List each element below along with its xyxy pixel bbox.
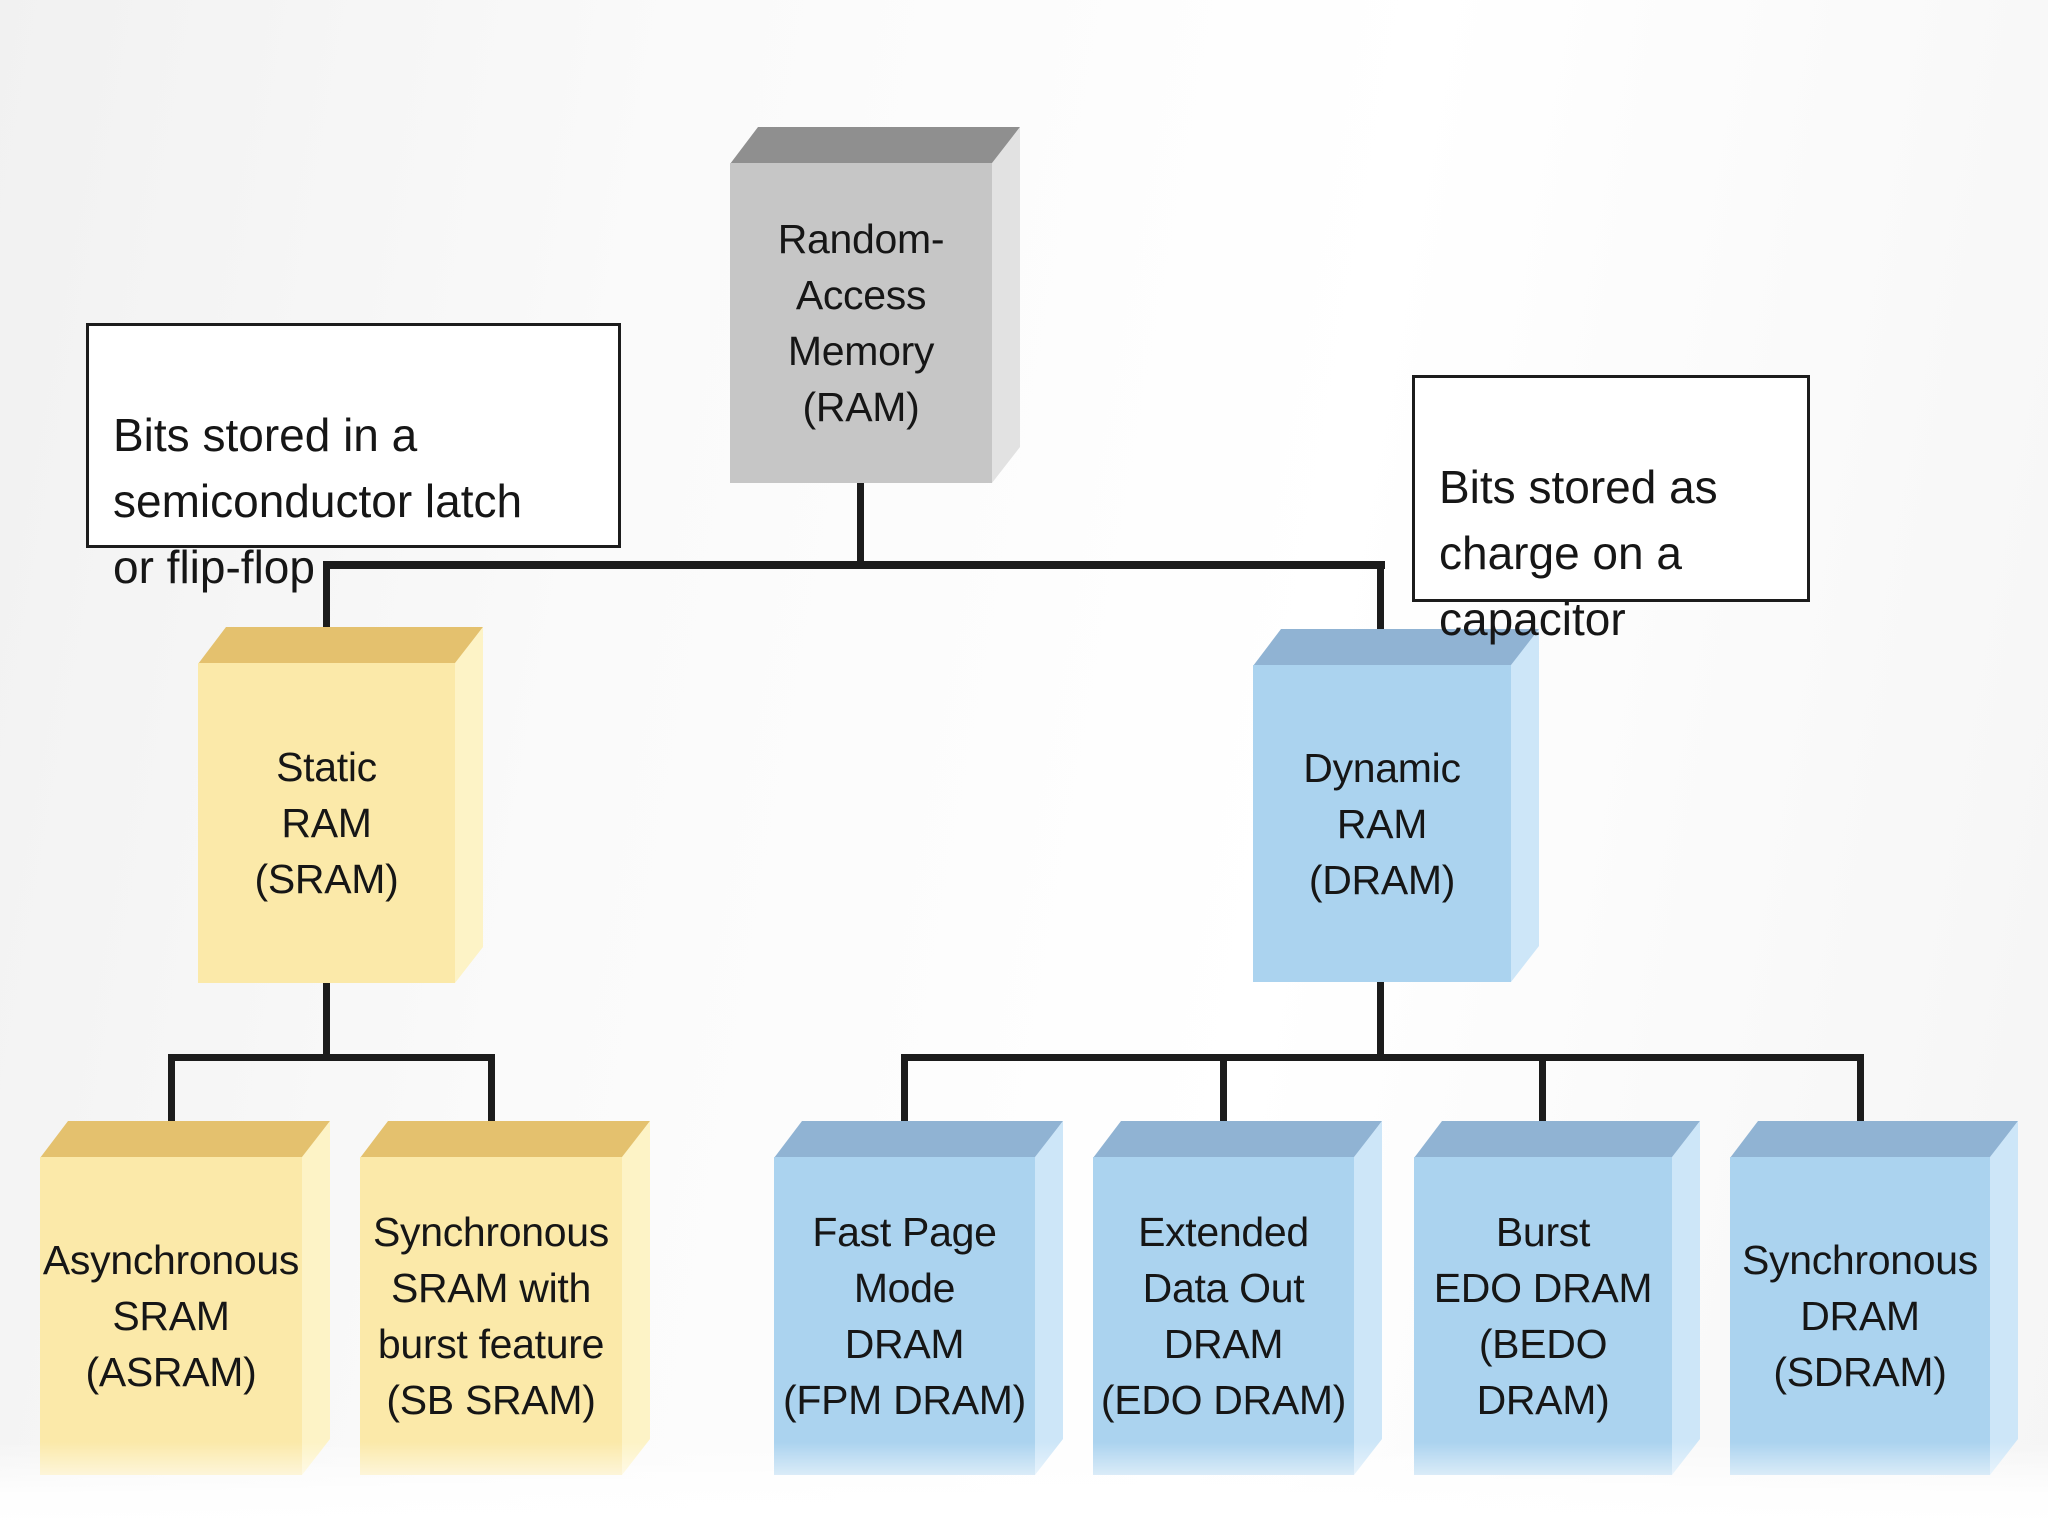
node-dram-front-face: [1253, 665, 1511, 982]
node-sbsram-front-face: [360, 1157, 622, 1475]
node-ram-side-face: [992, 127, 1020, 483]
node-bedo-label: Burst EDO DRAM (BEDO DRAM): [1433, 1209, 1653, 1423]
node-sdram-label: Synchronous DRAM (SDRAM): [1741, 1237, 1978, 1395]
edge-ram-stem: [857, 480, 864, 568]
node-sbsram-side-face: [622, 1121, 650, 1475]
node-dram-label: Dynamic RAM (DRAM): [1303, 744, 1461, 903]
node-fpm: Fast Page Mode DRAM (FPM DRAM): [774, 1121, 1063, 1475]
edge-sram-stem: [323, 980, 330, 1061]
dram-annotation-box: Bits stored as charge on a capacitor: [1412, 375, 1810, 645]
node-dram-side-face: [1511, 629, 1539, 982]
node-ram: Random- Access Memory (RAM): [730, 127, 1020, 483]
node-edo-top-face: [1093, 1121, 1382, 1158]
node-edo-side-face: [1354, 1121, 1382, 1475]
node-asram-label: Asynchronous SRAM (ASRAM): [42, 1237, 300, 1395]
edge-dram-stem: [1377, 979, 1384, 1061]
node-asram-front-face: [40, 1157, 302, 1475]
node-sbsram-label: Synchronous SRAM with burst feature (SB …: [372, 1209, 609, 1423]
edge-ram-children-bar: [326, 561, 1385, 569]
edge-drop-asram: [168, 1054, 175, 1149]
edge-drop-dram: [1377, 561, 1384, 651]
sram-annotation-box: Bits stored in a semiconductor latch or …: [86, 323, 621, 593]
node-edo-front-face: [1093, 1157, 1354, 1475]
node-dram-top-face: [1253, 629, 1539, 666]
node-ram-top-face: [730, 127, 1020, 164]
sram-annotation-text: Bits stored in a semiconductor latch or …: [113, 409, 523, 593]
node-fpm-label: Fast Page Mode DRAM (FPM DRAM): [783, 1209, 1026, 1423]
node-sram-top-face: [198, 627, 483, 664]
node-asram: Asynchronous SRAM (ASRAM): [40, 1121, 330, 1475]
node-sram-side-face: [455, 627, 483, 983]
node-asram-side-face: [302, 1121, 330, 1475]
node-bedo: Burst EDO DRAM (BEDO DRAM): [1414, 1121, 1700, 1475]
edge-drop-fpm: [901, 1054, 908, 1149]
node-ram-label: Random- Access Memory (RAM): [777, 216, 945, 430]
edge-drop-sdram: [1857, 1054, 1864, 1149]
node-sbsram-top-face: [360, 1121, 650, 1158]
node-edo-label: Extended Data Out DRAM (EDO DRAM): [1100, 1209, 1347, 1423]
node-dram: Dynamic RAM (DRAM): [1253, 629, 1539, 982]
edge-drop-sram: [323, 561, 330, 651]
node-sdram-top-face: [1730, 1121, 2018, 1158]
edge-dram-children-bar: [901, 1054, 1864, 1061]
node-sbsram: Synchronous SRAM with burst feature (SB …: [360, 1121, 650, 1475]
node-ram-front-face: [730, 163, 992, 483]
node-bedo-side-face: [1672, 1121, 1700, 1475]
node-asram-top-face: [40, 1121, 330, 1158]
node-sdram: Synchronous DRAM (SDRAM): [1730, 1121, 2018, 1475]
node-bedo-top-face: [1414, 1121, 1700, 1158]
node-bedo-front-face: [1414, 1157, 1672, 1475]
node-fpm-side-face: [1035, 1121, 1063, 1475]
dram-annotation-text: Bits stored as charge on a capacitor: [1439, 461, 1718, 645]
edge-drop-edo: [1220, 1054, 1227, 1149]
node-sdram-front-face: [1730, 1157, 1990, 1475]
node-edo: Extended Data Out DRAM (EDO DRAM): [1093, 1121, 1382, 1475]
edge-drop-bedo: [1539, 1054, 1546, 1149]
node-sdram-side-face: [1990, 1121, 2018, 1475]
edge-drop-sbsram: [488, 1054, 495, 1149]
edge-sram-children-bar: [168, 1054, 495, 1061]
node-sram-label: Static RAM (SRAM): [254, 744, 399, 902]
node-fpm-top-face: [774, 1121, 1063, 1158]
node-sram: Static RAM (SRAM): [198, 627, 483, 983]
node-fpm-front-face: [774, 1157, 1035, 1475]
node-sram-front-face: [198, 663, 455, 983]
